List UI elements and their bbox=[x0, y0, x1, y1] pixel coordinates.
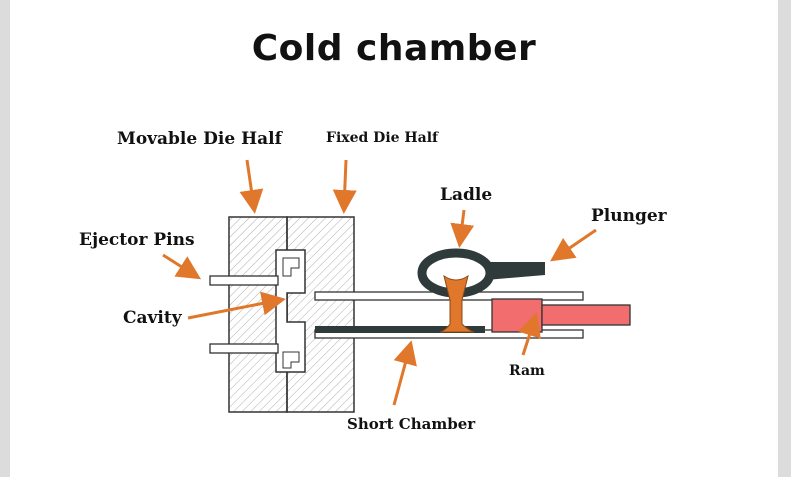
label-ladle: Ladle bbox=[440, 185, 492, 205]
label-movable-die-half: Movable Die Half bbox=[117, 129, 284, 149]
chamber-shadow bbox=[315, 326, 485, 333]
cavity-detail-top bbox=[282, 257, 300, 277]
arrow-movable-die-half bbox=[239, 159, 264, 214]
arrow-ladle bbox=[450, 209, 475, 248]
fixed-die-half bbox=[286, 216, 355, 413]
arrow-ram bbox=[518, 312, 541, 356]
ladle-handle bbox=[486, 262, 545, 280]
ejector-pin-bottom bbox=[209, 343, 279, 354]
label-short-chamber: Short Chamber bbox=[347, 415, 476, 433]
ram-rod bbox=[541, 304, 631, 326]
label-fixed-die-half: Fixed Die Half bbox=[326, 130, 439, 146]
arrow-short-chamber bbox=[392, 340, 417, 406]
arrow-ejector-pins bbox=[162, 253, 202, 280]
ejector-pin-top bbox=[209, 275, 279, 286]
label-ram: Ram bbox=[509, 363, 545, 379]
label-cavity: Cavity bbox=[123, 308, 183, 328]
diagram-title: Cold chamber bbox=[251, 28, 537, 69]
arrow-plunger bbox=[550, 228, 597, 262]
diagram-panel: Cold chamber bbox=[10, 0, 778, 477]
cavity bbox=[275, 249, 306, 373]
ram-head bbox=[491, 298, 543, 333]
cavity-detail-bottom bbox=[282, 351, 300, 369]
arrow-fixed-die-half bbox=[332, 159, 357, 214]
label-ejector-pins: Ejector Pins bbox=[79, 230, 195, 250]
label-plunger: Plunger bbox=[591, 206, 668, 226]
molten-metal bbox=[439, 274, 475, 333]
arrow-cavity bbox=[187, 291, 286, 320]
